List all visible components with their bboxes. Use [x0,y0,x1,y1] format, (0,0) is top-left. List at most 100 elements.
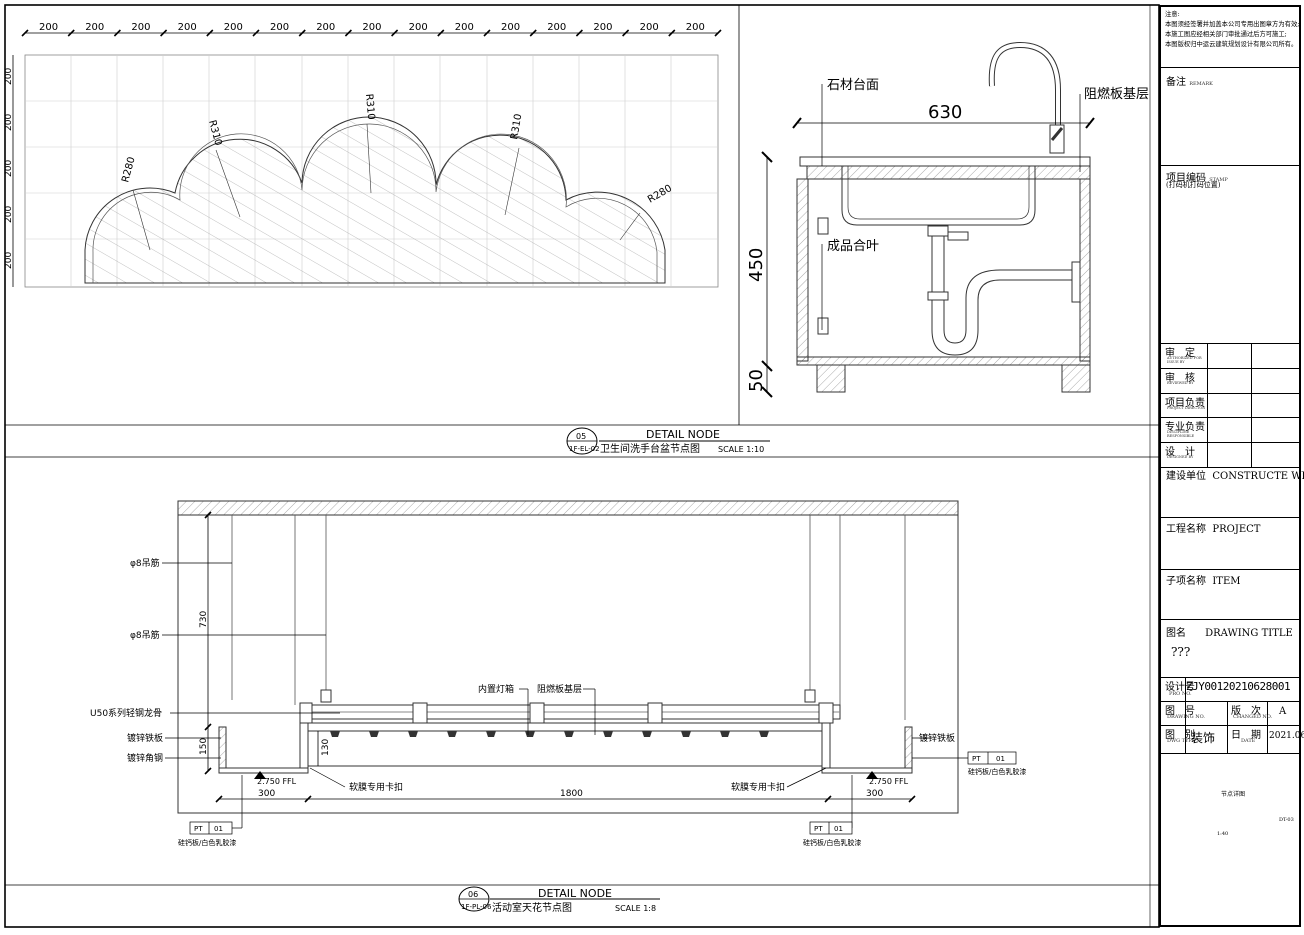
label-rod-2: φ8吊筋 [130,629,160,641]
lamp-icon [564,731,574,737]
date-label: 日 期 [1231,730,1261,741]
sign-row-label: 设 计 [1165,447,1195,459]
dim-tick [391,29,399,37]
label-keel: U50系列轻钢龙骨 [90,707,162,719]
lamp-icon [525,731,535,737]
label-galv-angle: 镀锌角钢 [127,752,163,764]
version-label: 版 次 [1231,706,1261,717]
label-light-box: 内置灯箱 [478,683,514,695]
top-dim-label: 200 [131,22,150,33]
dim-tick [113,29,121,37]
dim-150: 150 [199,738,209,755]
lamp-icon [447,731,457,737]
sign-row-label: 审 核 [1165,372,1195,384]
top-dim-label: 200 [455,22,474,33]
dim-tick [483,29,491,37]
ffl-right: 2.750 FFL [869,777,909,786]
item-row: 子项名称 ITEM [1166,576,1241,587]
sign-row-en: DESIGNED BY [1167,455,1194,460]
lamp-icon [759,731,769,737]
lamp-icon [330,731,340,737]
radius-label-5: R280 [646,183,674,206]
lamp-icon [408,731,418,737]
dim-730: 730 [199,611,209,628]
dim-300-left: 300 [258,789,275,799]
drawing-no-label: 图 号 [1165,706,1195,717]
category-value: 装饰 [1191,731,1216,745]
label-hinge: 成品合叶 [827,239,879,254]
caption-06-sheet: 1F-PL-06 [461,903,492,911]
side-dim-5: 200 [4,252,14,269]
design-no-en: PRO NO. [1169,691,1192,697]
svg-text:PT: PT [972,755,981,763]
top-dim-label: 200 [640,22,659,33]
side-dim-3: 200 [4,160,14,177]
dim-tick [67,29,75,37]
side-dim-1: 200 [4,68,14,85]
dim-width-630: 630 [928,102,962,123]
top-dim-label: 200 [270,22,289,33]
lamp-icon [720,731,730,737]
dim-tick [344,29,352,37]
caption-06-number: 06 [468,890,478,899]
design-no-label: 设计号 [1165,682,1195,693]
label-fire-board-ceiling: 阻燃板基层 [537,683,582,695]
radius-label-3: R310 [363,93,376,120]
notes: 注意: 本图须经签署并加盖本公司专用出图章方为有效; 本施工图应经相关部门审批通… [1165,11,1300,48]
ceiling-section: 2.750 FFL 2.750 FFL 300 1800 300 730 150… [90,500,1026,847]
top-dim-label: 200 [547,22,566,33]
label-galv-sheet-right: 镀锌铁板 [919,732,955,744]
top-dim-label: 200 [224,22,243,33]
caption-06-title: 活动室天花节点图 [492,901,572,914]
client-row: 建设单位 CONSTRUCTE WITH [1166,471,1304,482]
label-rod-1: φ8吊筋 [130,557,160,569]
side-dim-2: 200 [4,114,14,131]
top-dim-label: 200 [316,22,335,33]
dim-tick [529,29,537,37]
dim-1800: 1800 [560,789,583,799]
side-dim-4: 200 [4,206,14,223]
caption-05-scale: SCALE 1:10 [718,445,764,454]
caption-05-sheet: 1F-EL-02 [569,445,600,453]
dim-tick [160,29,168,37]
svg-text:01: 01 [996,755,1005,763]
top-dim-label: 200 [362,22,381,33]
lamp-icon [681,731,691,737]
dim-tick [575,29,583,37]
dim-height-450: 450 [746,248,767,282]
basin-section: 630 450 50 石材台面 阻燃板基层 成品合叶 [746,41,1149,398]
design-no-value: ZJY00120210628001 [1186,680,1291,693]
top-dim-label: 200 [85,22,104,33]
caption-06: 06 1F-PL-06 DETAIL NODE 活动室天花节点图 SCALE 1… [458,886,660,914]
svg-text:01: 01 [834,825,843,833]
pt-tag-mid: PT 01 硅钙板/白色乳胶漆 [803,821,861,847]
caption-06-heading: DETAIL NODE [538,887,612,900]
sign-row-en: AUTHORIZED FOR ISSUE BY [1167,356,1202,364]
top-dim-label: 200 [409,22,428,33]
lamp-icon [603,731,613,737]
drawing-value: ??? [1171,645,1191,659]
top-dim-label: 200 [593,22,612,33]
svg-text:01: 01 [214,825,223,833]
dim-tick [668,29,676,37]
label-fire-board: 阻燃板基层 [1084,86,1149,102]
svg-text:PT: PT [194,825,203,833]
category-label: 图 别 [1165,730,1195,741]
top-dim-label: 200 [686,22,705,33]
dim-tick [714,29,722,37]
category-en: DWG TYPE [1167,738,1196,744]
caption-05: 05 1F-EL-02 DETAIL NODE 卫生间洗手台盆节点图 SCALE… [566,427,770,455]
ffl-left: 2.750 FFL [257,777,297,786]
label-film-clip-right: 软膜专用卡扣 [731,781,785,793]
dim-tick [206,29,214,37]
sign-row-en: REVIEWED BY [1167,380,1194,385]
top-dim-label: 200 [501,22,520,33]
bottom-title: 节点详图 [1221,791,1246,798]
pt-tag-right: PT 01 硅钙板/白色乳胶漆 [967,751,1026,776]
svg-text:硅钙板/白色乳胶漆: 硅钙板/白色乳胶漆 [968,767,1026,776]
radius-label-1: R280 [120,156,137,184]
